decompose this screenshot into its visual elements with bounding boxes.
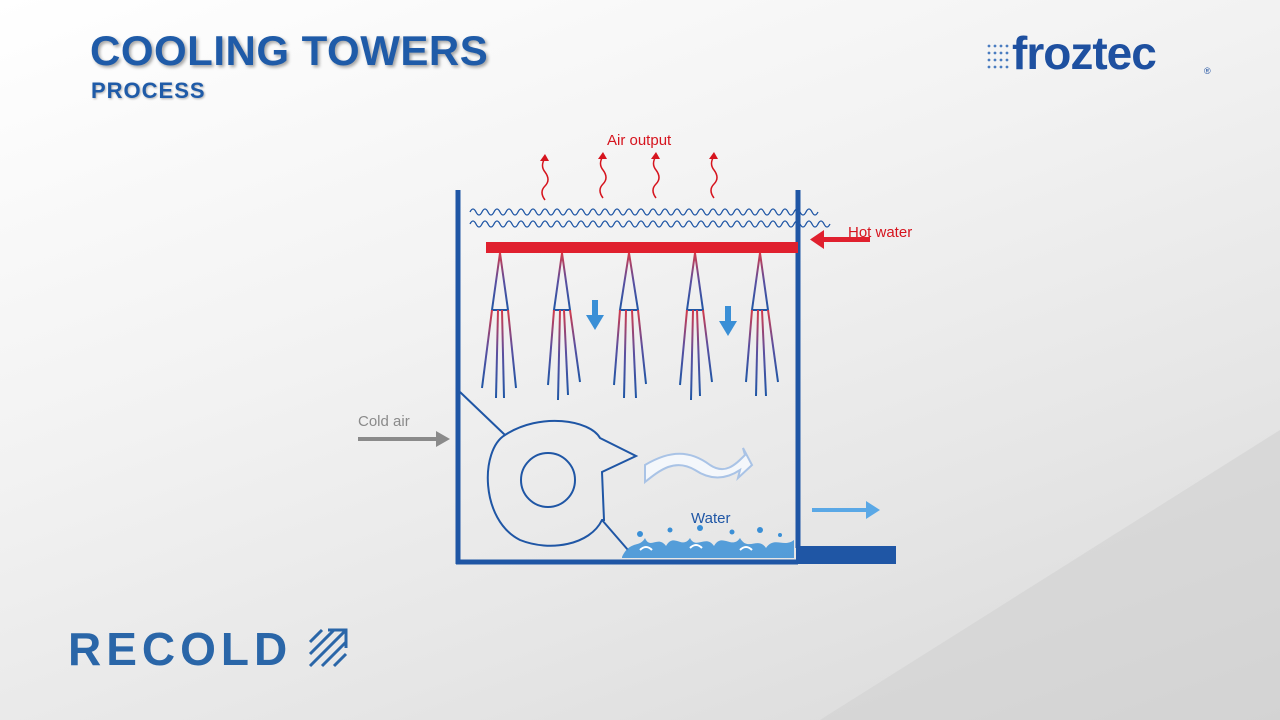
water-basin-splash [622, 525, 794, 558]
nozzle-4 [679, 252, 713, 401]
nozzle-5 [745, 252, 779, 397]
down-arrow-icon [719, 306, 737, 336]
air-output-arrows [540, 152, 718, 201]
airflow-wave-arrow [644, 447, 754, 485]
cold-air-label: Cold air [358, 413, 410, 430]
recold-wordmark: RECOLD [68, 623, 293, 675]
cooling-tower-diagram: Air output Hot water Cold air Water [358, 132, 912, 565]
froztec-dots-icon [987, 44, 1009, 69]
water-label: Water [691, 510, 730, 527]
recold-arrow-icon [308, 628, 348, 668]
nozzle-1 [481, 252, 517, 399]
froztec-wordmark: froztec [1012, 27, 1157, 79]
page-subtitle: PROCESS [91, 78, 206, 103]
registered-mark: ® [1204, 66, 1211, 76]
air-up-arrow-icon [599, 155, 607, 199]
nozzle-2 [547, 252, 581, 401]
hot-water-inlet-arrow [810, 230, 870, 249]
air-up-arrow-icon [541, 157, 549, 201]
water-outlet-arrow [812, 501, 880, 519]
froztec-logo: froztec ® [986, 27, 1226, 80]
recold-logo: RECOLD [68, 620, 368, 680]
nozzle-3 [613, 252, 647, 399]
water-outlet-pipe [796, 546, 896, 564]
down-arrow-icon [586, 300, 604, 330]
drift-eliminator [469, 208, 831, 228]
hot-water-header-pipe [486, 242, 798, 253]
fan-blower [459, 391, 639, 551]
water-flow-down-arrows [586, 300, 737, 336]
air-up-arrow-icon [710, 155, 718, 199]
air-up-arrow-icon [652, 155, 660, 199]
cold-air-inlet-arrow [358, 431, 450, 447]
air-output-label: Air output [607, 132, 672, 149]
hot-water-label: Hot water [848, 224, 912, 241]
page-title: COOLING TOWERS [90, 27, 489, 74]
spray-nozzles [481, 252, 779, 401]
